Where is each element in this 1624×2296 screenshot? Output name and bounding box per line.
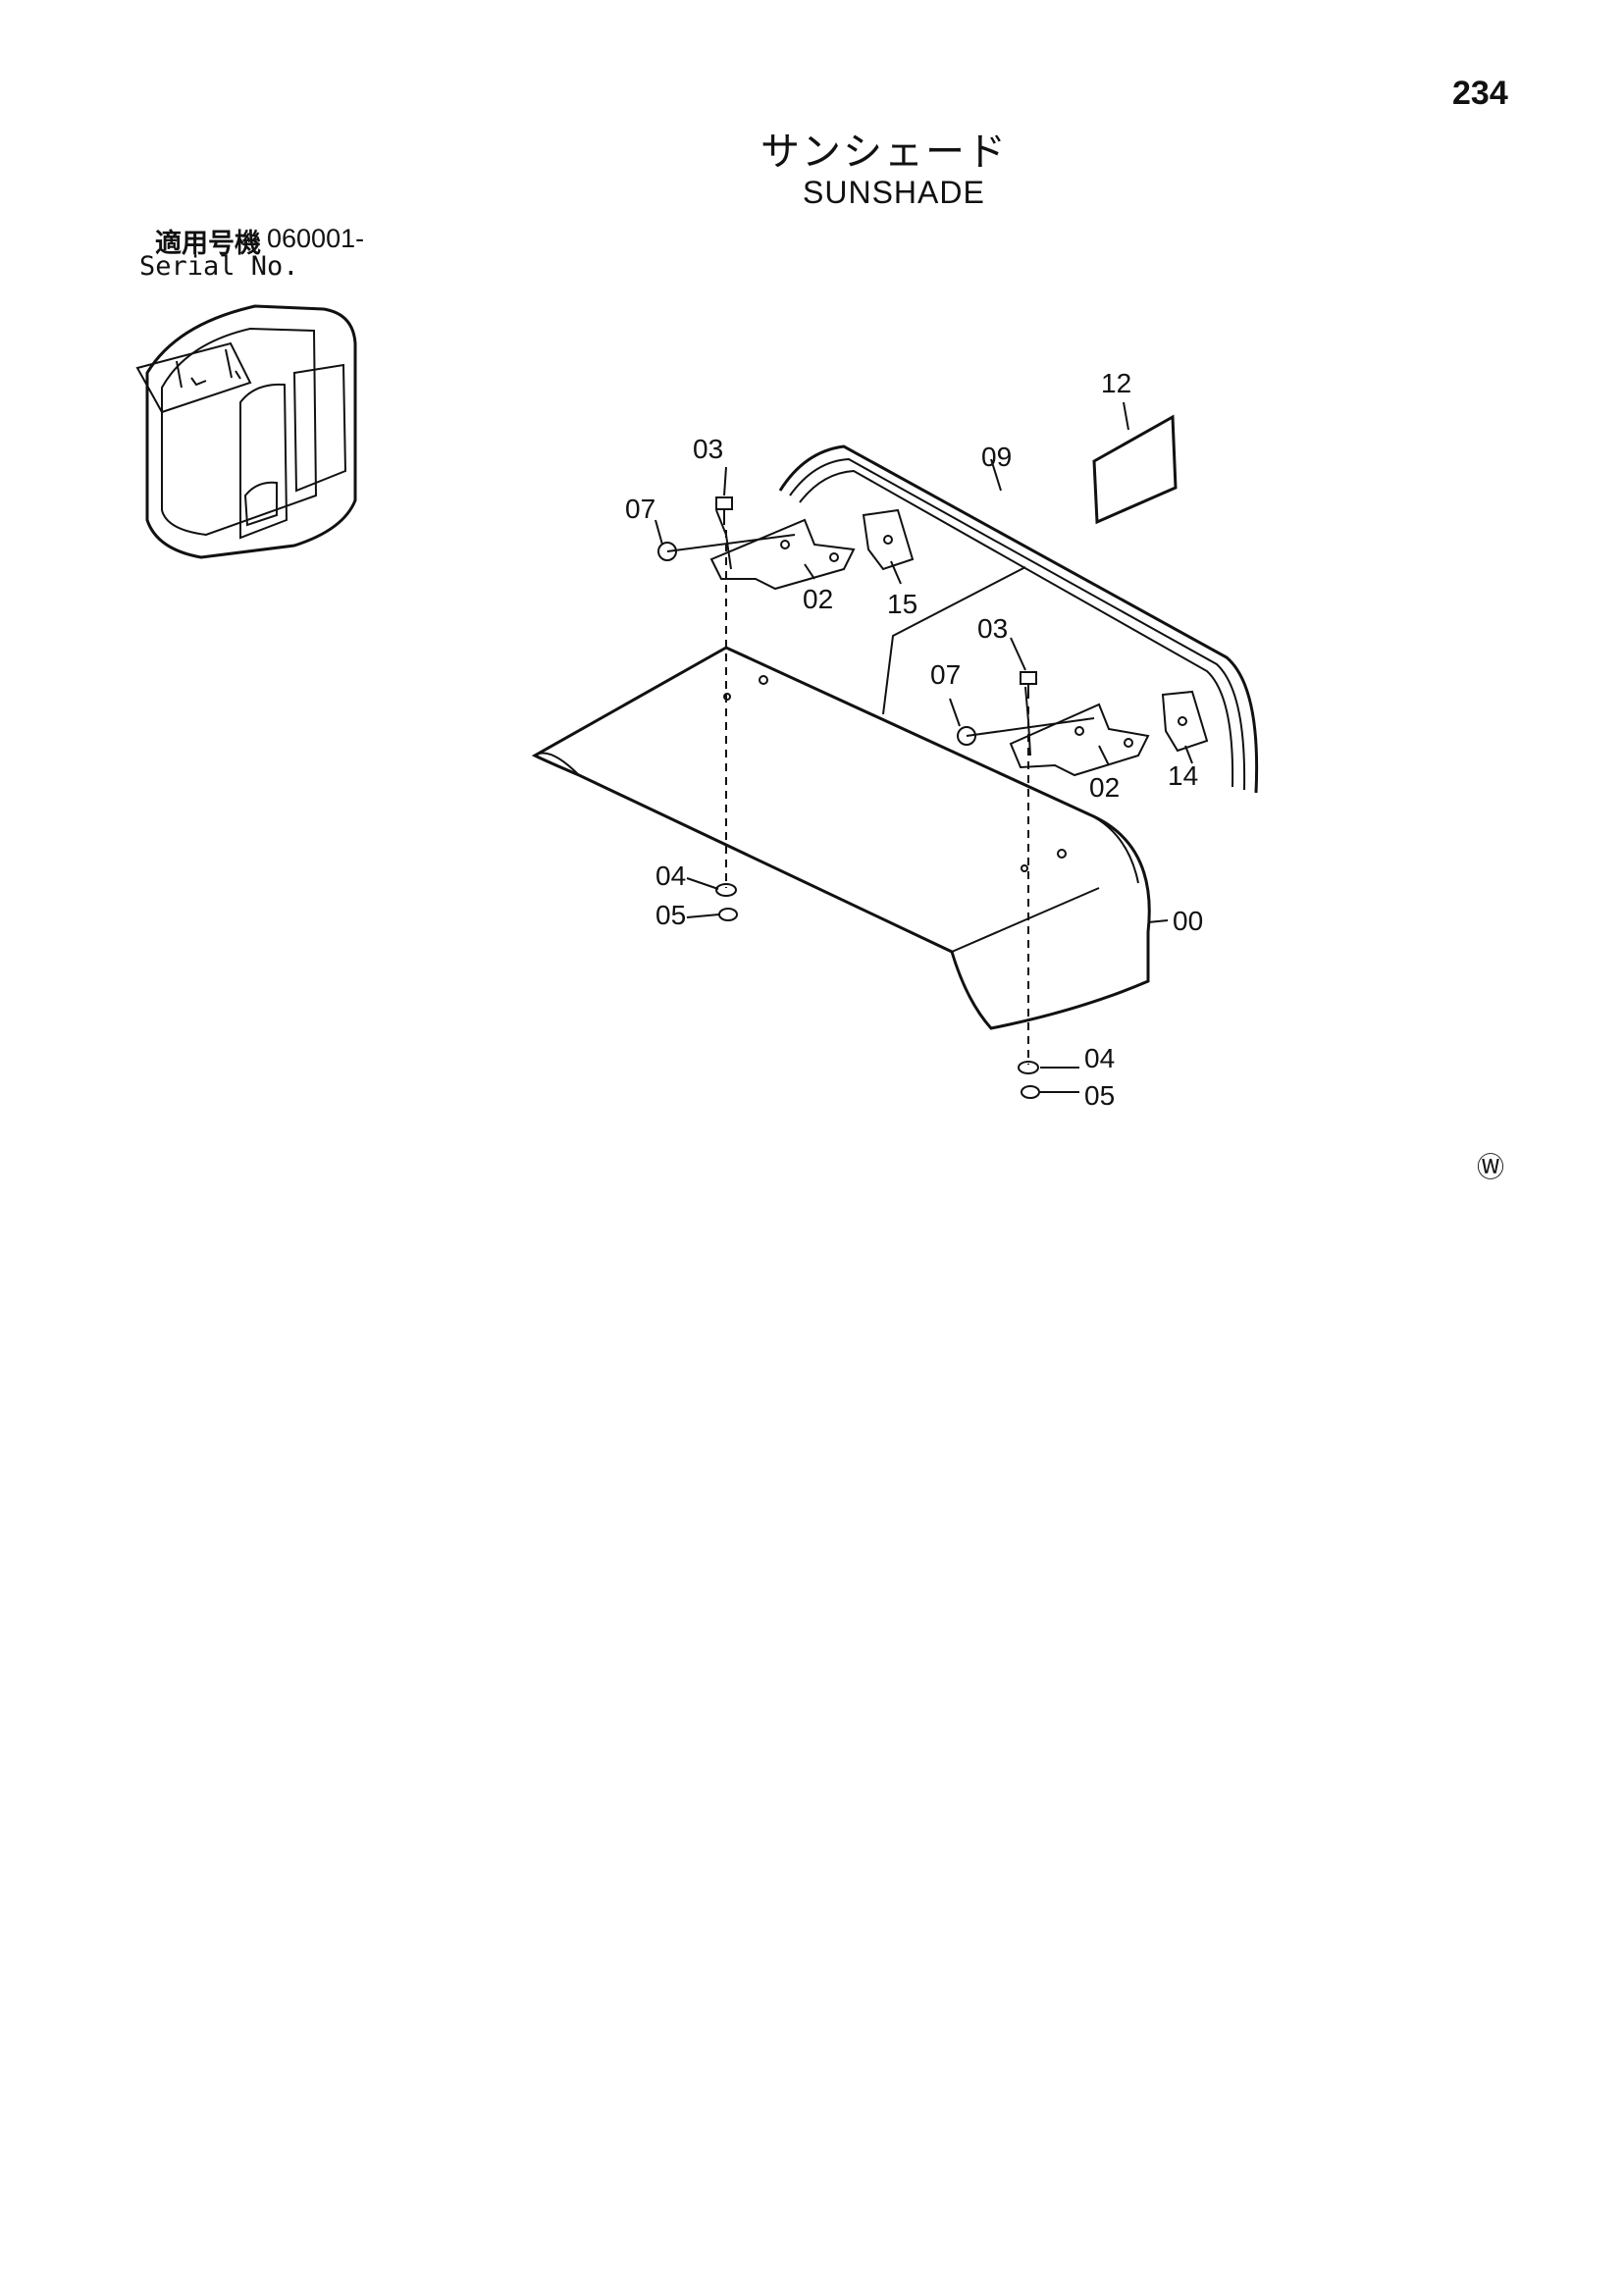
callout-02-right: 02 — [1089, 772, 1120, 803]
callout-00: 00 — [1173, 906, 1203, 936]
bracket-left — [666, 508, 915, 591]
callout-12: 12 — [1101, 368, 1131, 398]
callout-02-left: 02 — [803, 584, 833, 614]
w-mark: Ⓦ — [1477, 1151, 1505, 1183]
callout-15: 15 — [887, 589, 917, 619]
title-english: SUNSHADE — [803, 175, 985, 210]
cab-thumbnail — [135, 304, 357, 559]
bracket-right — [966, 686, 1209, 777]
title-japanese: サンシェード — [760, 130, 1008, 175]
hardware-right — [957, 671, 1040, 1099]
callout-07-left: 07 — [625, 494, 655, 524]
support-frame — [882, 566, 1026, 715]
page-number: 234 — [1452, 75, 1508, 112]
sunshade-panel — [531, 646, 1151, 1030]
callout-04-right: 04 — [1084, 1043, 1115, 1073]
callout-05-right: 05 — [1084, 1080, 1115, 1111]
callout-07-right: 07 — [930, 659, 961, 690]
callout-09: 09 — [981, 442, 1012, 472]
rail-part — [778, 444, 1259, 794]
hardware-left — [657, 496, 738, 921]
serial-label-japanese: 適用号機 — [155, 229, 261, 259]
label-plate — [1092, 414, 1178, 525]
callout-03-right: 03 — [977, 613, 1008, 644]
serial-number-value: 060001- — [267, 224, 365, 253]
leader-lines — [655, 401, 1193, 1093]
callout-03-left: 03 — [693, 434, 723, 464]
callout-14: 14 — [1168, 760, 1198, 791]
callout-04-left: 04 — [655, 861, 686, 891]
serial-label-english: Serial No. — [139, 251, 299, 282]
callout-05-left: 05 — [655, 900, 686, 930]
